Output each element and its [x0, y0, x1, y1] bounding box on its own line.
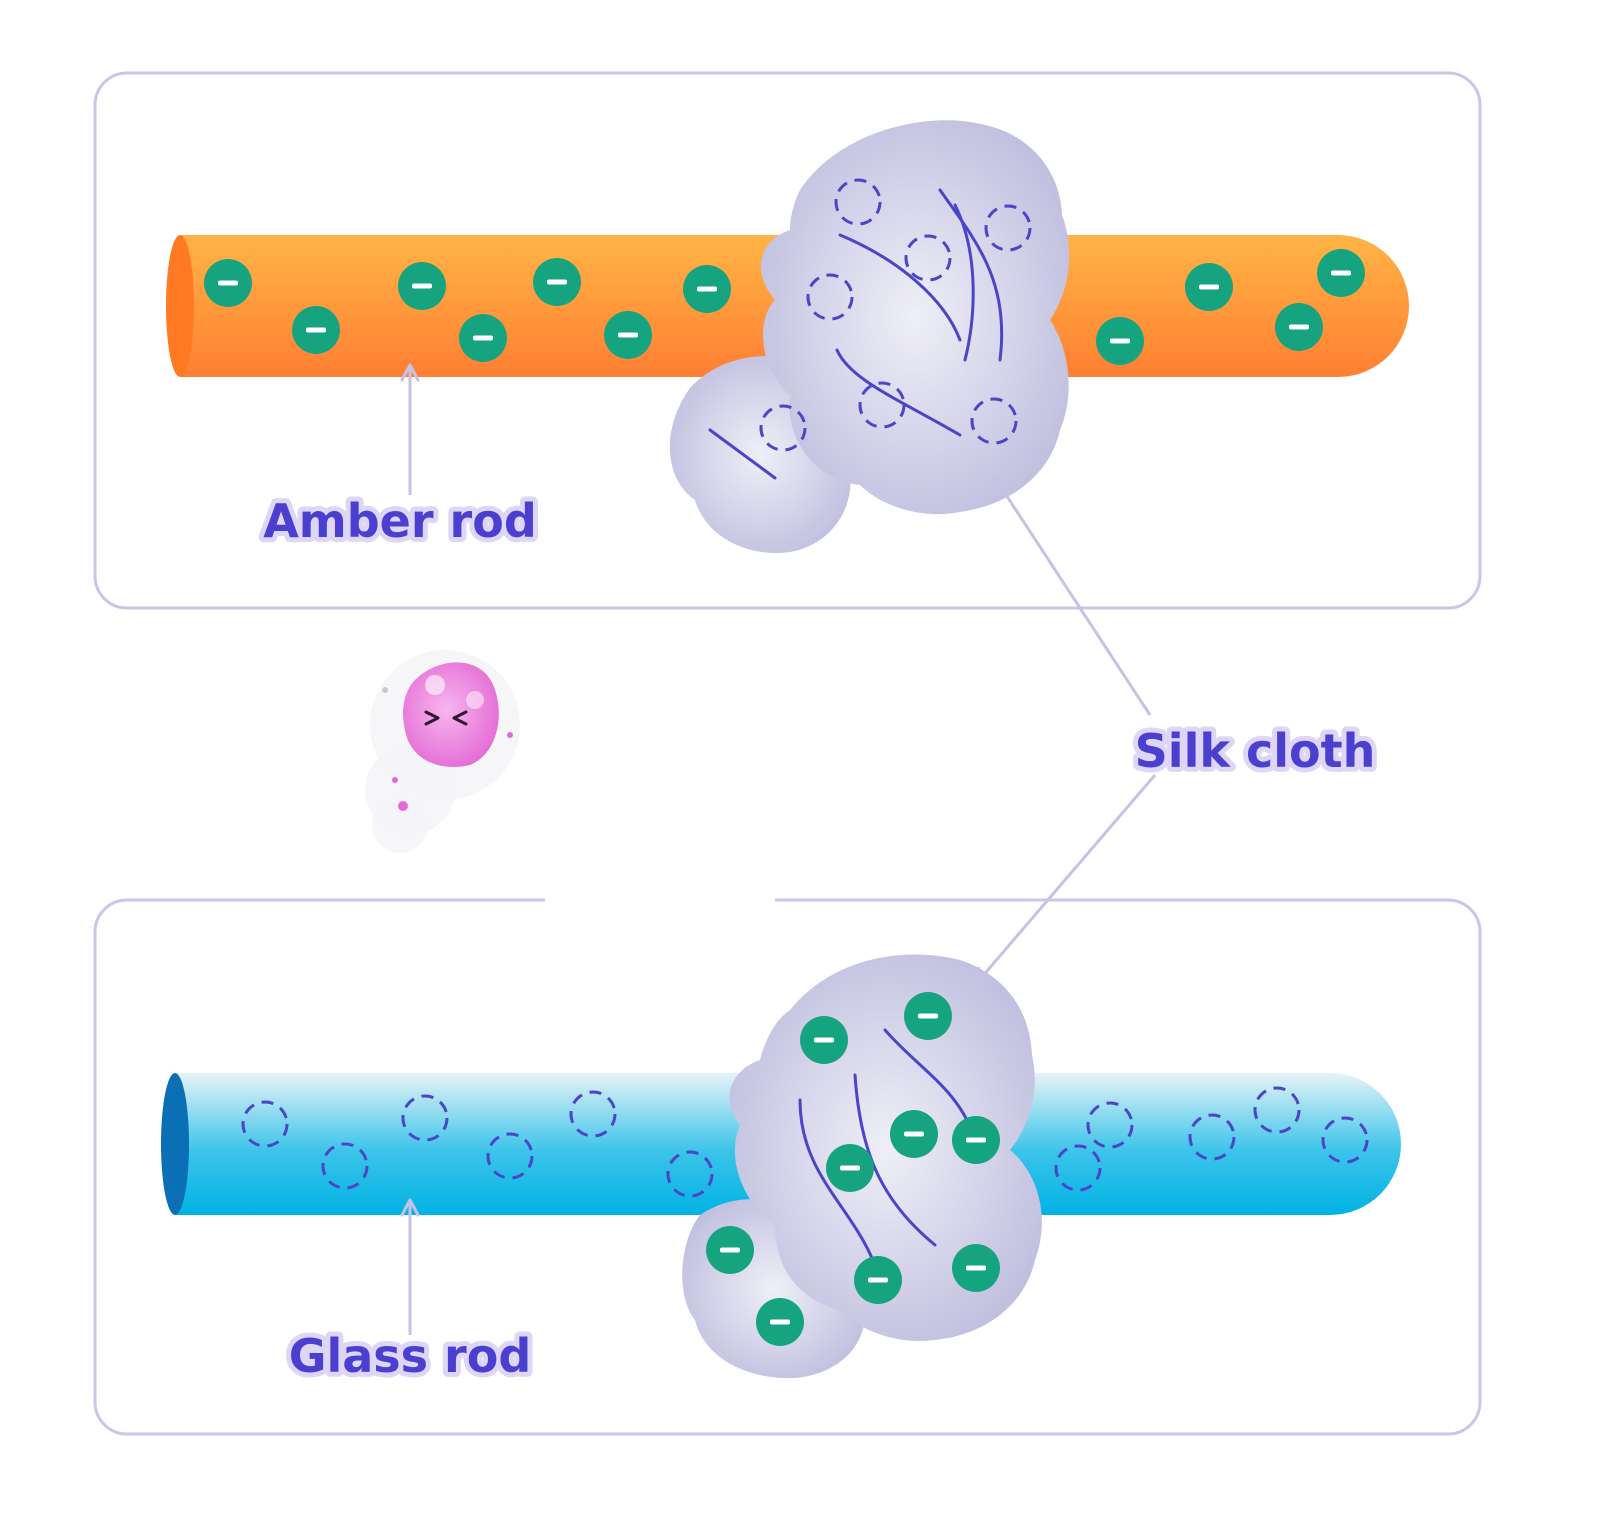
electron-icon: [800, 1016, 848, 1064]
electron-icon: [398, 262, 446, 310]
electron-icon: [533, 258, 581, 306]
electron-icon: [706, 1226, 754, 1274]
silk-cloth-arrow-top: [991, 473, 1152, 716]
electron-icon: [1317, 249, 1365, 297]
electron-icon: [826, 1144, 874, 1192]
glass-rod-label: Glass rod: [289, 1329, 532, 1383]
electron-icon: [604, 311, 652, 359]
electron-icon: [756, 1298, 804, 1346]
silk-cloth-arrow-bottom: [973, 774, 1157, 987]
electron-icon: [1275, 303, 1323, 351]
electron-icon: [683, 265, 731, 313]
mascot-icon: [365, 650, 520, 853]
empty-electron-site-icon: [759, 178, 1032, 452]
amber-rod-electrons: [204, 249, 1365, 365]
glass-rod-empty-sites: [241, 1086, 1369, 1198]
electron-icon: [952, 1116, 1000, 1164]
electron-icon: [1096, 317, 1144, 365]
glass-rod-end: [161, 1073, 189, 1215]
electron-icon: [459, 314, 507, 362]
silk-cloth-electrons: [706, 992, 1000, 1346]
silk-cloth-label: Silk cloth: [1135, 724, 1376, 778]
electron-icon: [904, 992, 952, 1040]
electron-icon: [204, 259, 252, 307]
electron-icon: [854, 1256, 902, 1304]
electron-icon: [890, 1110, 938, 1158]
electron-icon: [952, 1244, 1000, 1292]
bottom-panel: [93, 898, 1482, 1436]
electron-icon: [1185, 263, 1233, 311]
electron-icon: [292, 306, 340, 354]
amber-rod-label: Amber rod: [263, 494, 537, 548]
silk-cloth-top: [669, 120, 1070, 553]
amber-rod-end: [166, 235, 194, 377]
